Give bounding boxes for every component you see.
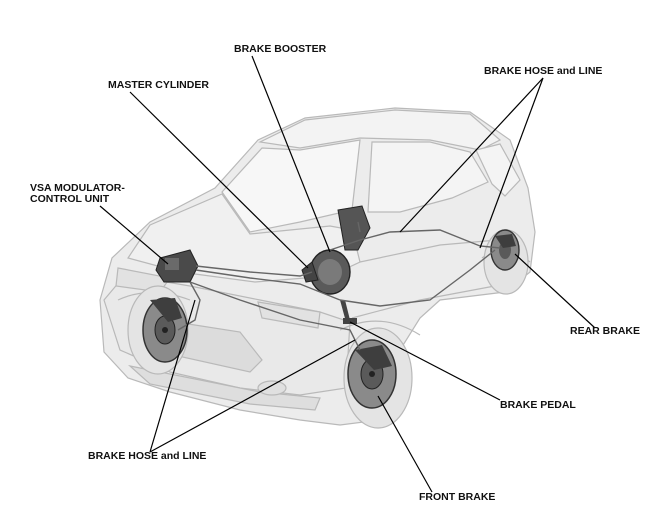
label-brake-hose-line-rear: BRAKE HOSE and LINE [484,65,603,77]
leader-brake-hose-rear-2 [479,77,544,249]
label-front-brake: FRONT BRAKE [419,491,496,503]
leader-brake-hose-front-1 [149,299,196,453]
leader-brake-pedal [349,321,501,401]
leader-lines [99,55,596,493]
brake-components [142,205,520,409]
leader-rear-brake [514,253,596,329]
front-left-brake [142,297,188,363]
brake-pedal [340,300,357,324]
label-brake-hose-line-front: BRAKE HOSE and LINE [88,450,207,462]
label-brake-booster: BRAKE BOOSTER [234,43,327,55]
label-brake-pedal: BRAKE PEDAL [500,399,576,411]
leader-master-cylinder [129,91,309,269]
leader-brake-hose-rear-1 [399,77,544,233]
brake-lines [177,221,501,351]
rear-right-brake [490,229,520,271]
label-vsa-line2: CONTROL UNIT [30,193,110,205]
leader-front-brake [377,395,433,493]
label-master-cylinder: MASTER CYLINDER [108,79,209,91]
leader-vsa [99,205,169,265]
leader-brake-hose-front-2 [149,339,356,453]
leader-brake-booster [251,55,331,253]
front-right-brake [347,339,397,409]
label-rear-brake: REAR BRAKE [570,325,641,337]
label-vsa-line1: VSA MODULATOR- [30,182,125,194]
vsa-unit [155,249,199,283]
